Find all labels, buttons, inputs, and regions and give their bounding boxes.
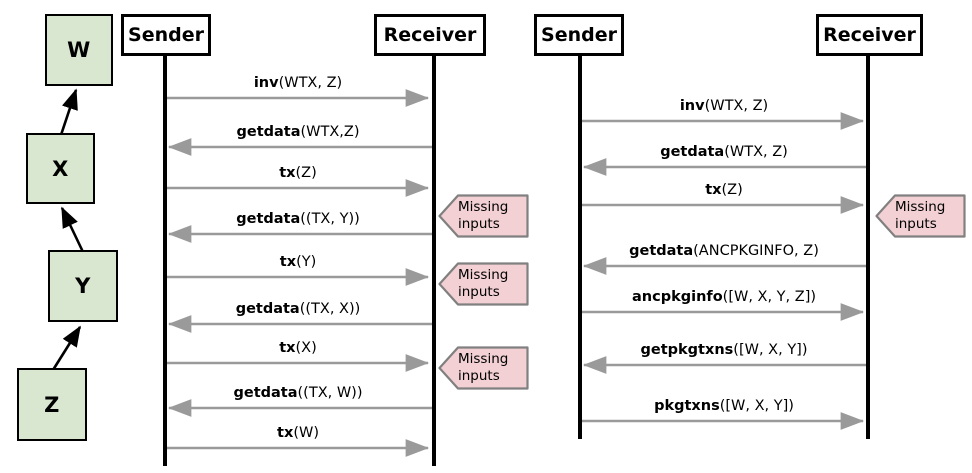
message-command: getdata [236, 211, 301, 227]
message-label-right-5: ancpkginfo([W, X, Y, Z]) [632, 290, 816, 305]
tx-chain-edges [51, 88, 85, 371]
callout-line-2: inputs [458, 216, 500, 232]
message-command: getdata [236, 124, 301, 140]
callout-shape [438, 262, 529, 306]
tx-node-x[interactable]: X [26, 133, 95, 204]
callout-line-2: inputs [458, 284, 500, 300]
lifeline-receiver-right [866, 56, 870, 439]
message-command: tx [279, 340, 296, 356]
message-command: getdata [233, 385, 298, 401]
callout-line-1: Missing [458, 267, 509, 284]
message-label-right-4: getdata(ANCPKGINFO, Z) [629, 244, 819, 259]
callout-shape [875, 194, 966, 238]
message-label-left-1: inv(WTX, Z) [254, 76, 342, 91]
actor-receiver-right[interactable]: Receiver [816, 14, 923, 56]
message-args: (WTX, Z) [704, 98, 769, 114]
actor-receiver-left[interactable]: Receiver [374, 14, 486, 56]
callout-missing-inputs-right-1: Missing inputs [875, 194, 966, 238]
lifeline-receiver-left [432, 56, 436, 466]
message-label-right-2: getdata(WTX, Z) [660, 145, 788, 160]
message-args: ([W, X, Y]) [733, 342, 808, 358]
callout-missing-inputs-left-2: Missing inputs [438, 262, 529, 306]
actor-sender-right[interactable]: Sender [534, 14, 624, 56]
actor-label: Receiver [383, 24, 477, 46]
message-args: (X) [295, 340, 317, 356]
message-args: (WTX, Z) [724, 144, 788, 160]
message-command: getdata [660, 144, 725, 160]
message-command: getdata [629, 243, 694, 259]
lifeline-sender-left [163, 56, 167, 466]
message-label-left-9: tx(W) [277, 426, 319, 441]
message-command: pkgtxns [654, 398, 720, 414]
message-args: (Z) [721, 182, 743, 198]
actor-label: Receiver [823, 24, 916, 46]
message-args: (ANCPKGINFO, Z) [693, 243, 819, 259]
message-label-left-7: tx(X) [279, 341, 317, 356]
message-command: inv [253, 75, 279, 91]
callout-line-2: inputs [458, 368, 500, 384]
message-args: (WTX, Z) [278, 75, 343, 91]
message-label-left-3: tx(Z) [279, 166, 317, 181]
message-label-left-5: tx(Y) [280, 255, 316, 270]
callout-line-1: Missing [458, 199, 509, 216]
message-args: ([W, X, Y]) [719, 398, 794, 414]
message-label-right-1: inv(WTX, Z) [680, 99, 768, 114]
message-args: ((TX, X)) [299, 301, 361, 317]
tx-node-z[interactable]: Z [17, 368, 87, 441]
message-command: inv [679, 98, 705, 114]
message-args: ((TX, Y)) [300, 211, 360, 227]
callout-shape [438, 194, 529, 238]
lifeline-sender-right [578, 56, 582, 439]
message-command: getdata [235, 301, 300, 317]
tx-node-label: X [52, 156, 69, 181]
message-args: (Y) [296, 254, 317, 270]
callout-line-1: Missing [895, 199, 946, 216]
message-label-right-7: pkgtxns([W, X, Y]) [654, 399, 794, 414]
actor-label: Sender [128, 24, 204, 46]
tx-node-y[interactable]: Y [48, 250, 118, 322]
message-label-left-8: getdata((TX, W)) [233, 386, 362, 401]
message-command: tx [277, 425, 294, 441]
message-command: tx [279, 165, 296, 181]
message-label-right-6: getpkgtxns([W, X, Y]) [641, 343, 808, 358]
tx-node-label: Z [44, 392, 60, 417]
message-args: (WTX,Z) [300, 124, 360, 140]
message-command: tx [705, 182, 722, 198]
actor-sender-left[interactable]: Sender [121, 14, 211, 56]
message-label-left-6: getdata((TX, X)) [236, 302, 361, 317]
message-args: ([W, X, Y, Z]) [722, 289, 817, 305]
callout-line-1: Missing [458, 351, 509, 368]
message-args: ((TX, W)) [297, 385, 363, 401]
tx-node-w[interactable]: W [45, 14, 113, 86]
actor-label: Sender [541, 24, 617, 46]
message-label-right-3: tx(Z) [705, 183, 743, 198]
message-args: (Z) [295, 165, 317, 181]
message-label-left-2: getdata(WTX,Z) [236, 125, 359, 140]
tx-node-label: Y [75, 274, 91, 298]
message-args: (W) [293, 425, 319, 441]
callout-shape [438, 346, 529, 390]
message-command: ancpkginfo [631, 289, 723, 305]
callout-missing-inputs-left-1: Missing inputs [438, 194, 529, 238]
tx-node-label: W [67, 38, 91, 62]
message-command: tx [279, 254, 297, 270]
callout-missing-inputs-left-3: Missing inputs [438, 346, 529, 390]
callout-line-2: inputs [895, 216, 937, 232]
message-label-left-4: getdata((TX, Y)) [236, 212, 360, 227]
message-command: getpkgtxns [640, 342, 734, 358]
